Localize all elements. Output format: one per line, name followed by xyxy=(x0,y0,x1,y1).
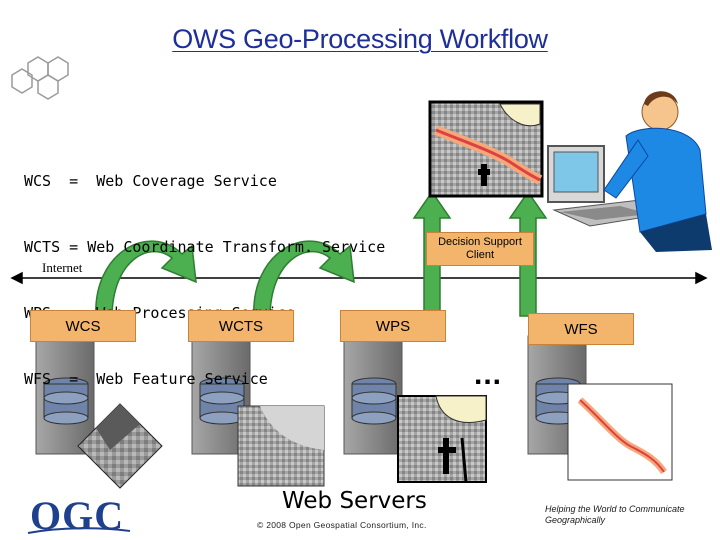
wps-result-image xyxy=(397,395,487,483)
internet-line xyxy=(10,271,708,285)
more-servers-ellipsis: ... xyxy=(474,358,503,391)
arrow-wcs-to-wcts-icon xyxy=(95,240,197,319)
arrow-wcts-to-wps-icon xyxy=(253,240,355,319)
server-icon-1 xyxy=(35,335,95,455)
wcs-box: WCS xyxy=(30,310,136,342)
web-servers-label: Web Servers xyxy=(282,488,427,514)
wcts-satellite-image xyxy=(237,405,325,487)
ogc-tagline: Helping the World to Communicate Geograp… xyxy=(545,504,685,525)
copyright-text: © 2008 Open Geospatial Consortium, Inc. xyxy=(257,520,427,530)
ogc-logo: OGC xyxy=(30,493,125,538)
definitions-list: WCS = Web Coverage Service WCTS = Web Co… xyxy=(24,126,385,412)
wcts-box: WCTS xyxy=(188,310,294,342)
definition-wcs: WCS = Web Coverage Service xyxy=(24,172,277,190)
page-title: OWS Geo-Processing Workflow xyxy=(172,24,548,54)
wfs-box: WFS xyxy=(528,313,634,345)
internet-label: Internet xyxy=(42,260,83,275)
user-at-computer-icon xyxy=(547,91,712,252)
ogc-logo-swoosh-icon xyxy=(27,527,131,534)
wps-box: WPS xyxy=(340,310,446,342)
decision-support-line1: Decision Support xyxy=(438,236,522,248)
decision-support-client-box: Decision Support Client xyxy=(426,232,534,266)
server-icon-3 xyxy=(343,335,403,455)
wcs-satellite-image xyxy=(77,403,163,489)
decision-support-line2: Client xyxy=(465,249,495,261)
hexagon-decoration-icon xyxy=(11,56,69,100)
definition-wfs: WFS = Web Feature Service xyxy=(24,370,268,388)
result-map-image xyxy=(428,100,544,198)
wfs-feature-image xyxy=(567,383,673,481)
definition-wcts: WCTS = Web Coordinate Transform. Service xyxy=(24,238,386,256)
